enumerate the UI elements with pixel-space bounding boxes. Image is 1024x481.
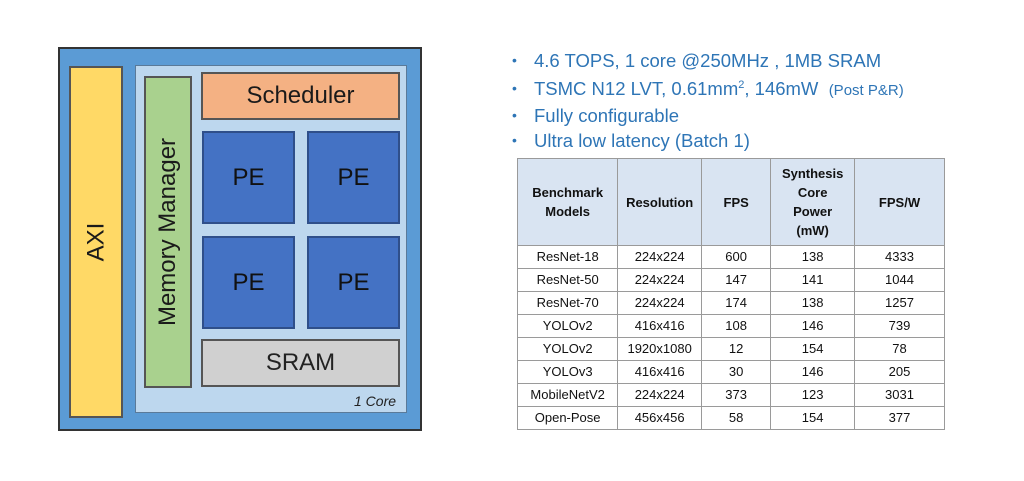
- spec-text: Fully configurable: [534, 105, 679, 127]
- table-cell: 3031: [854, 383, 945, 407]
- core-count-label: 1 Core: [354, 393, 397, 409]
- column-header: FPS: [701, 158, 772, 246]
- column-header-line: (mW): [796, 223, 829, 238]
- pe-block: PE: [307, 236, 400, 329]
- table-cell: 377: [854, 406, 945, 430]
- table-cell: 1044: [854, 268, 945, 292]
- bullet-icon: •: [512, 107, 517, 124]
- sram-block: SRAM: [201, 339, 400, 387]
- spec-text: , 146mW: [744, 78, 829, 100]
- table-cell: Open-Pose: [516, 406, 619, 430]
- scheduler-label: Scheduler: [246, 82, 355, 109]
- table-cell: ResNet-70: [516, 291, 619, 315]
- scheduler-block: Scheduler: [201, 72, 400, 120]
- bullet-icon: •: [512, 52, 517, 68]
- table-cell: 30: [701, 360, 772, 384]
- column-header-line: Models: [545, 204, 591, 219]
- spec-item: • 4.6 TOPS, 1 core @250MHz , 1MB SRAM: [512, 48, 904, 73]
- table-cell: 141: [770, 268, 856, 292]
- pe-label: PE: [337, 163, 370, 191]
- table-cell: 224x224: [617, 268, 703, 292]
- column-header-line: Power: [793, 204, 833, 219]
- table-cell: 1257: [854, 291, 945, 315]
- table-cell: YOLOv2: [516, 337, 619, 361]
- table-cell: 78: [854, 337, 945, 361]
- spec-text: 4.6 TOPS, 1 core @250MHz , 1MB SRAM: [534, 50, 882, 71]
- table-cell: 108: [701, 314, 772, 338]
- bullet-icon: •: [512, 132, 517, 149]
- table-cell: YOLOv3: [516, 360, 619, 384]
- table-cell: 138: [770, 245, 856, 269]
- table-cell: MobileNetV2: [516, 383, 619, 407]
- spec-text: Ultra low latency (Batch 1): [534, 130, 750, 152]
- pe-block: PE: [307, 131, 400, 224]
- table-cell: 373: [701, 383, 772, 407]
- column-header-line: Benchmark: [532, 185, 604, 200]
- column-header-line: Core: [797, 185, 828, 200]
- table-cell: 456x456: [617, 406, 703, 430]
- pe-label: PE: [232, 268, 265, 296]
- table-cell: 58: [701, 406, 772, 430]
- axi-block: AXI: [69, 66, 123, 418]
- pe-block: PE: [202, 236, 295, 329]
- sram-label: SRAM: [265, 349, 336, 376]
- column-header-line: FPS: [723, 194, 749, 210]
- table-cell: 224x224: [617, 383, 703, 407]
- table-cell: 739: [854, 314, 945, 338]
- bullet-icon: •: [512, 80, 517, 97]
- pe-label: PE: [232, 163, 265, 191]
- axi-label: AXI: [82, 222, 109, 262]
- column-header: Resolution: [617, 158, 703, 246]
- chip-block-diagram: AXI Memory Manager Scheduler PE PE PE PE…: [58, 47, 422, 431]
- column-header: FPS/W: [854, 158, 945, 246]
- table-cell: 146: [770, 314, 856, 338]
- table-cell: 123: [770, 383, 856, 407]
- table-cell: 224x224: [617, 291, 703, 315]
- table-cell: 224x224: [617, 245, 703, 269]
- spec-text: TSMC N12 LVT, 0.61mm: [534, 78, 739, 100]
- table-cell: 154: [770, 406, 856, 430]
- table-cell: 138: [770, 291, 856, 315]
- memory-manager-label: Memory Manager: [154, 137, 181, 327]
- memory-manager-block: Memory Manager: [144, 76, 192, 388]
- table-cell: 4333: [854, 245, 945, 269]
- table-cell: ResNet-50: [516, 268, 619, 292]
- spec-item: • Fully configurable: [512, 103, 904, 128]
- spec-item: • TSMC N12 LVT, 0.61mm2, 146mW (Post P&R): [512, 73, 904, 103]
- pe-block: PE: [202, 131, 295, 224]
- table-cell: 147: [701, 268, 772, 292]
- table-cell: 146: [770, 360, 856, 384]
- table-cell: 416x416: [617, 360, 703, 384]
- column-header-line: Synthesis: [781, 166, 844, 181]
- table-cell: YOLOv2: [516, 314, 619, 338]
- table-cell: 205: [854, 360, 945, 384]
- spec-superscript: 2: [738, 79, 745, 91]
- table-cell: 1920x1080: [617, 337, 703, 361]
- table-cell: 600: [701, 245, 772, 269]
- table-cell: 174: [701, 291, 772, 315]
- table-cell: 154: [770, 337, 856, 361]
- spec-list: • 4.6 TOPS, 1 core @250MHz , 1MB SRAM • TS…: [512, 48, 904, 153]
- table-cell: 12: [701, 337, 772, 361]
- table-cell: 416x416: [617, 314, 703, 338]
- spec-item: • Ultra low latency (Batch 1): [512, 128, 904, 153]
- pe-label: PE: [337, 268, 370, 296]
- spec-note: (Post P&R): [828, 82, 904, 100]
- table-cell: ResNet-18: [516, 245, 619, 269]
- column-header-line: FPS/W: [878, 194, 921, 210]
- column-header-line: Resolution: [626, 194, 694, 210]
